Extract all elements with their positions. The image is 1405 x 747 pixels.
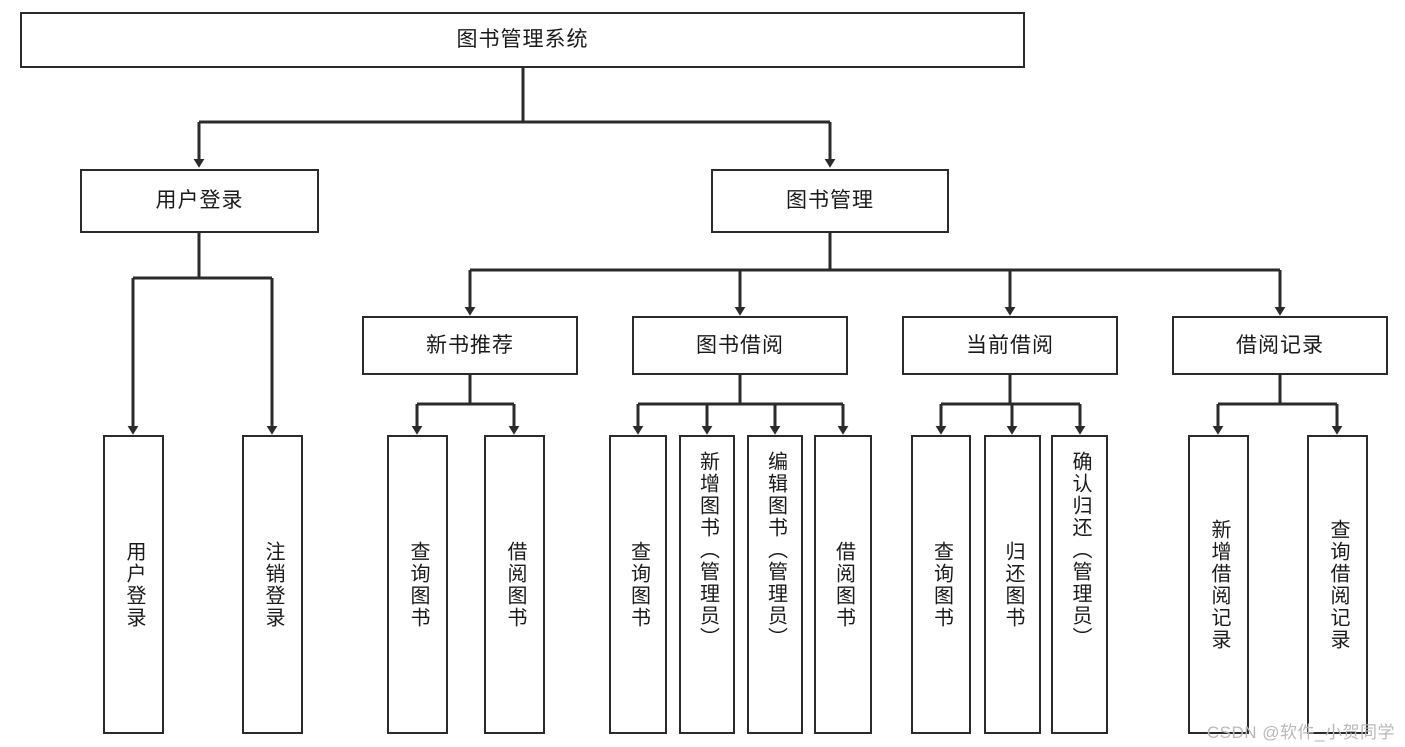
node-new-book-recommend-label: 新书推荐 [426, 333, 514, 357]
leaf-logout-label: 注销登录 [262, 540, 284, 629]
leaf-lend-book[interactable]: 借阅图书 [814, 435, 872, 734]
leaf-add-book-admin-label: 新增图书（管理员） [696, 451, 719, 649]
node-book-borrow-label: 图书借阅 [696, 333, 784, 357]
node-root[interactable]: 图书管理系统 [20, 12, 1025, 68]
leaf-user-login[interactable]: 用户登录 [103, 435, 164, 734]
leaf-add-borrow-record[interactable]: 新增借阅记录 [1188, 435, 1249, 734]
leaf-borrow-book-recommend[interactable]: 借阅图书 [484, 435, 545, 734]
leaf-edit-book-admin[interactable]: 编辑图书（管理员） [747, 435, 803, 734]
node-book-management[interactable]: 图书管理 [711, 169, 949, 233]
leaf-query-book-current-label: 查询图书 [930, 540, 953, 629]
leaf-query-borrow-record-label: 查询借阅记录 [1327, 518, 1349, 651]
leaf-borrow-book-recommend-label: 借阅图书 [504, 540, 526, 629]
leaf-add-book-admin[interactable]: 新增图书（管理员） [679, 435, 735, 734]
leaf-query-borrow-record[interactable]: 查询借阅记录 [1307, 435, 1368, 734]
node-user-login[interactable]: 用户登录 [80, 169, 319, 233]
node-user-login-label: 用户登录 [155, 189, 244, 213]
leaf-lend-book-label: 借阅图书 [832, 540, 855, 629]
leaf-confirm-return-admin-label: 确认归还（管理员） [1069, 451, 1091, 649]
node-current-borrow[interactable]: 当前借阅 [902, 316, 1118, 375]
leaf-query-book-recommend[interactable]: 查询图书 [387, 435, 448, 734]
leaf-user-login-label: 用户登录 [123, 540, 145, 629]
node-book-borrow[interactable]: 图书借阅 [632, 316, 848, 375]
leaf-edit-book-admin-label: 编辑图书（管理员） [764, 451, 787, 649]
leaf-confirm-return-admin[interactable]: 确认归还（管理员） [1051, 435, 1108, 734]
watermark: CSDN @软件_小贺同学 [1206, 723, 1395, 742]
leaf-query-book-borrow[interactable]: 查询图书 [609, 435, 667, 734]
leaf-query-book-current[interactable]: 查询图书 [911, 435, 971, 734]
leaf-add-borrow-record-label: 新增借阅记录 [1208, 518, 1230, 651]
leaf-return-book-label: 归还图书 [1002, 540, 1024, 629]
leaf-logout[interactable]: 注销登录 [242, 435, 303, 734]
leaf-query-book-recommend-label: 查询图书 [407, 540, 429, 629]
node-borrow-records-label: 借阅记录 [1236, 333, 1324, 357]
node-borrow-records[interactable]: 借阅记录 [1172, 316, 1388, 375]
node-current-borrow-label: 当前借阅 [966, 333, 1054, 357]
leaf-return-book[interactable]: 归还图书 [984, 435, 1041, 734]
leaf-query-book-borrow-label: 查询图书 [627, 540, 650, 629]
node-root-label: 图书管理系统 [456, 28, 589, 52]
node-new-book-recommend[interactable]: 新书推荐 [362, 316, 578, 375]
node-book-management-label: 图书管理 [786, 189, 874, 213]
